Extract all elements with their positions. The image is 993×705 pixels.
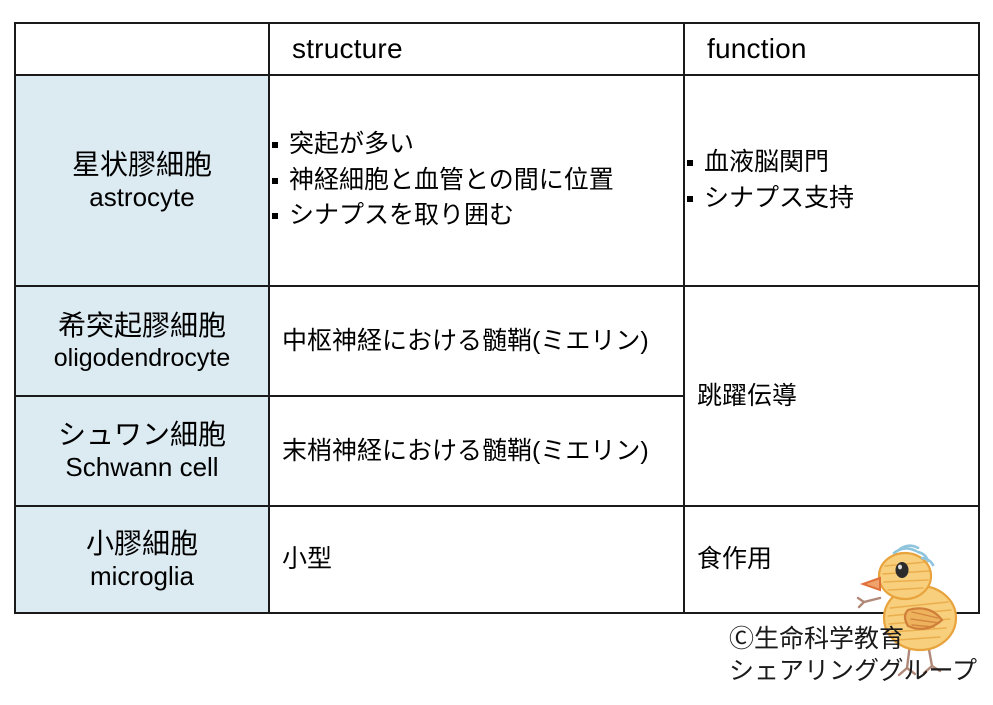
credit-line-1: Ⓒ生命科学教育: [728, 625, 904, 653]
name-jp-astrocyte: 星状膠細胞: [71, 148, 212, 180]
header-label-structure: structure: [292, 33, 403, 64]
function-bullet-list-astrocyte: 血液脳関門 シナプス支持: [685, 145, 978, 216]
cell-name-astrocyte: 星状膠細胞 astrocyte: [14, 74, 270, 287]
structure-text-schwann-cell: 末梢神経における髄鞘(ミエリン): [282, 436, 649, 465]
name-jp-microglia: 小膠細胞: [85, 527, 198, 559]
copyright-credit: Ⓒ生命科学教育 シェアリンググループ: [729, 623, 977, 687]
function-text-saltatory-conduction: 跳躍伝導: [697, 381, 798, 410]
name-en-schwann-cell: Schwann cell: [65, 452, 219, 483]
header-cell-blank: [14, 22, 270, 76]
header-cell-function: function: [683, 22, 980, 76]
cell-name-microglia: 小膠細胞 microglia: [14, 505, 270, 614]
structure-text-microglia: 小型: [282, 545, 333, 574]
cell-function-microglia: 食作用: [683, 505, 980, 614]
list-item: 血液脳関門: [685, 145, 978, 181]
cell-structure-schwann-cell: 末梢神経における髄鞘(ミエリン): [268, 395, 685, 507]
name-en-astrocyte: astrocyte: [89, 181, 195, 212]
cell-function-myelin-shared: 跳躍伝導: [683, 285, 980, 507]
name-en-oligodendrocyte: oligodendrocyte: [53, 343, 231, 372]
table-row-oligodendrocyte: 希突起膠細胞 oligodendrocyte 中枢神経における髄鞘(ミエリン) …: [14, 285, 980, 507]
structure-bullet-list-astrocyte: 突起が多い 神経細胞と血管との間に位置 シナプスを取り囲む: [270, 127, 683, 234]
cell-structure-astrocyte: 突起が多い 神経細胞と血管との間に位置 シナプスを取り囲む: [268, 74, 685, 287]
cell-structure-oligodendrocyte: 中枢神経における髄鞘(ミエリン): [268, 285, 685, 397]
header-label-function: function: [707, 33, 807, 64]
header-cell-structure: structure: [268, 22, 685, 76]
cell-function-astrocyte: 血液脳関門 シナプス支持: [683, 74, 980, 287]
cell-name-oligodendrocyte: 希突起膠細胞 oligodendrocyte: [14, 285, 270, 397]
function-text-microglia: 食作用: [697, 545, 773, 574]
cell-structure-microglia: 小型: [268, 505, 685, 614]
list-item: 突起が多い: [270, 127, 683, 163]
glia-cell-comparison-table: structure function 星状膠細胞 astrocyte 突起が多い…: [14, 22, 980, 614]
table-row-microglia: 小膠細胞 microglia 小型 食作用: [14, 505, 980, 614]
cell-name-schwann-cell: シュワン細胞 Schwann cell: [14, 395, 270, 507]
structure-text-oligodendrocyte: 中枢神経における髄鞘(ミエリン): [282, 326, 649, 355]
name-en-microglia: microglia: [89, 560, 195, 591]
list-item: シナプスを取り囲む: [270, 198, 683, 234]
table-row-schwann-cell: シュワン細胞 Schwann cell 末梢神経における髄鞘(ミエリン): [14, 395, 979, 507]
list-item: シナプス支持: [685, 181, 978, 217]
table-row-astrocyte: 星状膠細胞 astrocyte 突起が多い 神経細胞と血管との間に位置 シナプス…: [14, 74, 980, 287]
table-header-row: structure function: [14, 22, 980, 76]
credit-line-2: シェアリンググループ: [728, 657, 977, 685]
name-jp-oligodendrocyte: 希突起膠細胞: [57, 309, 226, 341]
name-jp-schwann-cell: シュワン細胞: [57, 419, 226, 451]
list-item: 神経細胞と血管との間に位置: [270, 163, 683, 199]
